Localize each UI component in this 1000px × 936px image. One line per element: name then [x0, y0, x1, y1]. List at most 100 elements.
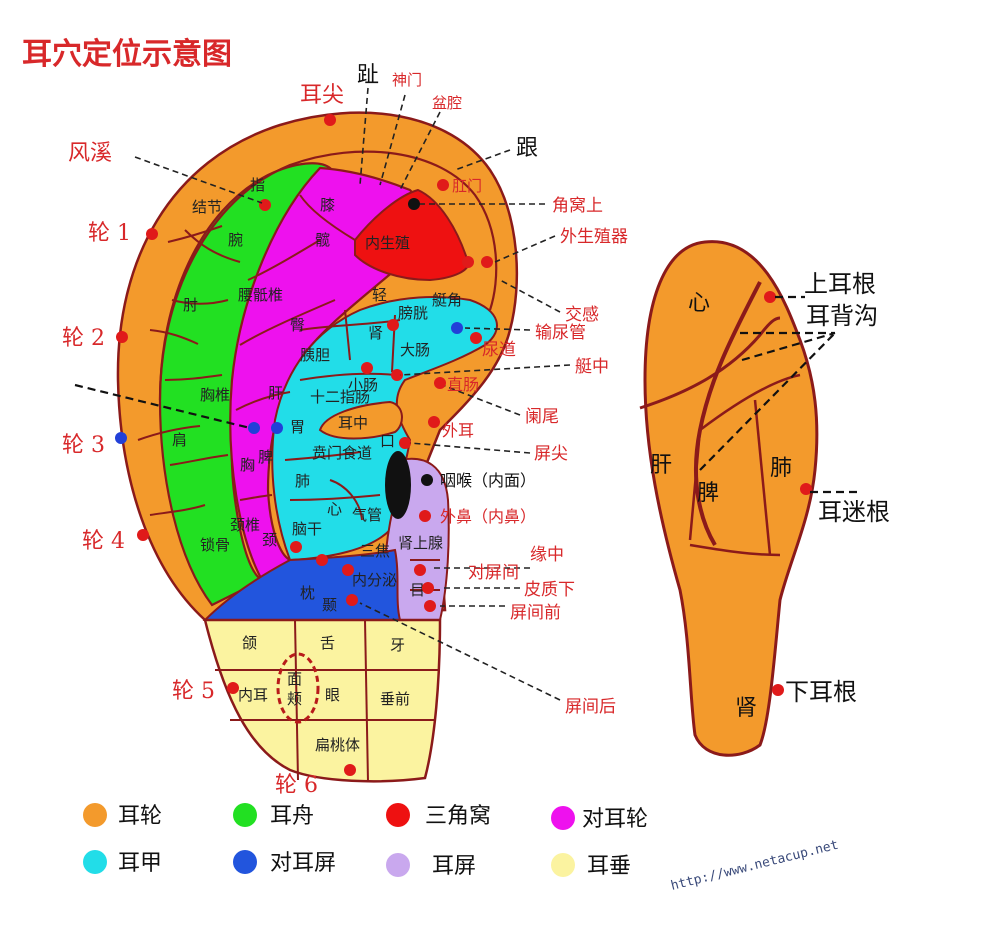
label-wei: 胃 — [290, 418, 305, 436]
label-shidao: 贲门食道 — [312, 444, 372, 462]
label-tun: 臀 — [290, 316, 305, 334]
dot-ermigen — [800, 483, 812, 495]
label-penqiang: 盆腔 — [432, 94, 462, 112]
label-jiaowoshang: 角窝上 — [552, 196, 603, 216]
dot-zhichang — [434, 377, 446, 389]
legend-label-5: 对耳屏 — [270, 851, 336, 876]
label-jing: 颈 — [262, 531, 277, 549]
label-shen: 肾 — [368, 324, 383, 342]
label-xiongzhui: 胸椎 — [200, 386, 230, 404]
back-label-xiaergen: 下耳根 — [785, 678, 857, 706]
label-zhi-toe: 趾 — [357, 63, 379, 88]
ear-canal — [385, 451, 411, 519]
label-lanwei: 阑尾 — [525, 407, 559, 427]
label-dachang: 大肠 — [400, 341, 430, 359]
label-duipingjian: 对屏间 — [468, 563, 519, 583]
legend-label-6: 耳屏 — [432, 854, 476, 879]
label-neier: 内耳 — [238, 686, 268, 704]
label-fengxi: 风溪 — [68, 141, 112, 166]
label-waishengzhiqi: 外生殖器 — [560, 227, 628, 247]
diagram-title: 耳穴定位示意图 — [22, 37, 232, 72]
front-ear — [116, 111, 519, 783]
dot-xiaochang — [361, 362, 373, 374]
label-shierzhichang: 十二指肠 — [310, 388, 370, 406]
back-label-erbeigou: 耳背沟 — [806, 302, 878, 330]
back-ear-shape — [643, 240, 819, 757]
label-jingzhui: 颈椎 — [230, 516, 260, 534]
dot-sanjiao — [342, 564, 354, 576]
dot-yuanzhong — [316, 554, 328, 566]
label-nie: 颞 — [322, 596, 337, 614]
label-xiaochang: 小肠 — [348, 376, 378, 394]
dot-lun1 — [146, 228, 158, 240]
label-yanhou: 咽喉（内面） — [440, 471, 536, 490]
legend-label-7: 耳垂 — [587, 854, 631, 879]
lobe-region — [203, 618, 442, 783]
label-gen: 跟 — [516, 136, 538, 161]
dot-waishengzhiqi-1 — [462, 256, 474, 268]
dot-niaodao — [470, 332, 482, 344]
dot-lun2 — [116, 331, 128, 343]
label-jiejie: 结节 — [192, 198, 222, 216]
back-label-shangergen: 上耳根 — [804, 270, 876, 298]
label-shenshangxian: 肾上腺 — [398, 534, 443, 552]
label-zhou: 肘 — [183, 296, 198, 314]
label-ertian: 耳尖 — [300, 83, 344, 108]
label-qingdi: 轻 — [372, 286, 387, 304]
label-jian: 肩 — [172, 431, 187, 449]
dot-ertian — [324, 114, 336, 126]
legend-swatch-0 — [83, 803, 107, 827]
label-shuniaoguan: 输尿管 — [535, 323, 586, 343]
dot-waibi — [419, 510, 431, 522]
label-tri1: 内生殖 — [365, 234, 410, 252]
label-neifenmi: 内分泌 — [352, 571, 397, 589]
label-niaodao: 尿道 — [482, 340, 516, 360]
legend-label-1: 耳舟 — [270, 804, 314, 829]
back-label-gan: 肝 — [650, 453, 672, 478]
label-kuan: 髋 — [315, 231, 330, 249]
label-biantaoti: 扁桃体 — [315, 736, 360, 754]
legend-swatch-4 — [83, 850, 107, 874]
back-label-ermigen: 耳迷根 — [818, 498, 890, 526]
source-url: http://www.netacup.net — [669, 838, 840, 894]
label-pingjian: 屏尖 — [534, 444, 568, 464]
label-naogan: 脑干 — [292, 520, 322, 538]
label-pingjianqian: 屏间前 — [510, 603, 561, 623]
dot-duipingjian — [414, 564, 426, 576]
label-ya: 牙 — [390, 636, 405, 654]
dot-pingjianhou — [346, 594, 358, 606]
dot-xiaergen — [772, 684, 784, 696]
legend: 耳轮 耳舟 三角窝 对耳轮 耳甲 对耳屏 耳屏 耳垂 — [83, 803, 648, 879]
dot-pingjianqian — [424, 600, 436, 612]
label-lun5: 轮 5 — [172, 679, 215, 704]
label-lun4: 轮 4 — [82, 529, 125, 554]
dot-pi-2 — [271, 422, 283, 434]
label-lun1: 轮 1 — [88, 221, 131, 246]
back-ear-groove-2 — [639, 316, 781, 410]
dot-pingjian — [399, 437, 411, 449]
cymba-band — [318, 400, 403, 440]
dot-jiaowoshang — [408, 198, 420, 210]
label-yidan: 胰胆 — [300, 346, 330, 364]
label-han: 颌 — [242, 634, 257, 652]
back-ear-groove-6 — [689, 543, 781, 557]
label-fei: 肺 — [295, 472, 310, 490]
label-yaodizhui: 腰骶椎 — [238, 286, 283, 304]
label-lun2: 轮 2 — [62, 326, 105, 351]
legend-swatch-6 — [386, 853, 410, 877]
inner-labels: 结节 指 腕 肘 肩 锁骨 膝 髋 腰骶椎 臀 胸椎 胸 颈椎 颈 内生殖 轻 … — [172, 176, 462, 754]
dot-fengxi — [259, 199, 271, 211]
label-ai: 艇角 — [432, 291, 462, 309]
lead-erbeigou-3 — [699, 332, 836, 471]
dot-lun3 — [115, 432, 127, 444]
legend-label-3: 对耳轮 — [582, 807, 648, 832]
dot-waier — [428, 416, 440, 428]
label-zhen: 枕 — [300, 584, 315, 602]
back-ear-groove-5 — [753, 399, 772, 556]
dot-shen — [387, 319, 399, 331]
label-chuiqian: 垂前 — [380, 690, 410, 708]
back-label-pi: 脾 — [697, 481, 719, 506]
acupoint-dots — [115, 114, 493, 776]
label-kou: 口 — [380, 432, 395, 450]
dot-shangergen — [764, 291, 776, 303]
